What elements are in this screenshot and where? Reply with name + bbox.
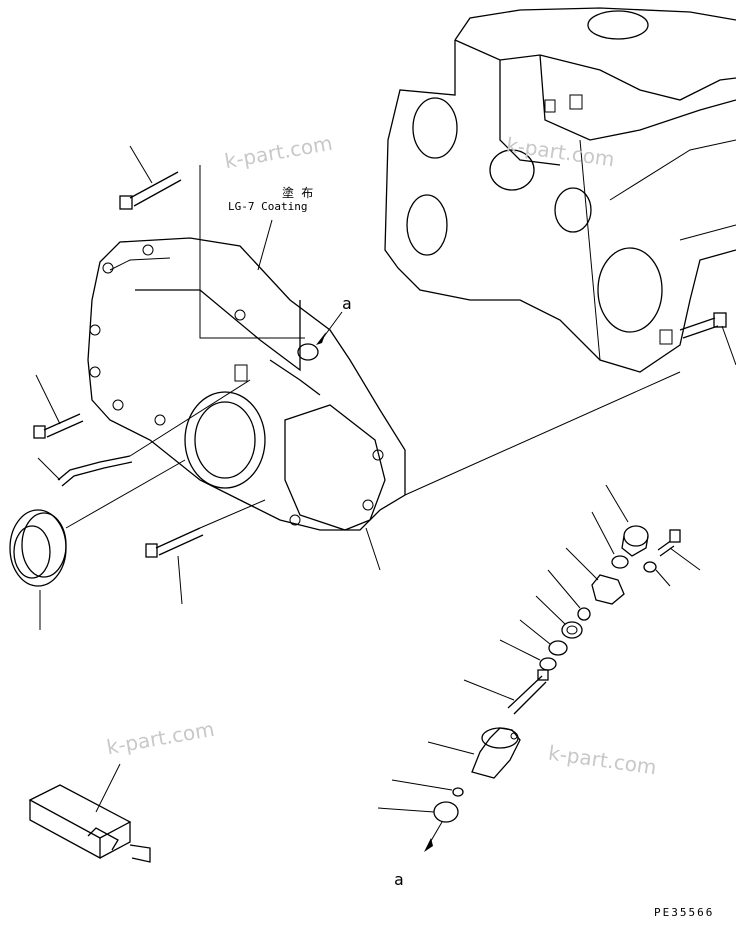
cylinder-block [384,7,736,373]
coating-label-en: LG-7 Coating [228,200,308,213]
block-bolt [679,312,736,366]
block-alignment-line [404,371,681,496]
cover-bolt-top [119,145,182,210]
coating-bracket [199,165,305,339]
cover-bolt-bottom [145,499,266,605]
ref-label-a-bottom: a [394,870,404,889]
cover-bolt-left [33,374,84,439]
drawing-number: PE35566 [654,906,715,919]
oil-seal [9,459,186,630]
coating-label-jp: 塗 布 [282,186,314,200]
coating-leader [257,219,273,271]
installer-tool [28,763,151,863]
front-cover [87,237,406,531]
dowel-pin [37,379,251,487]
exploded-assembly [377,484,701,852]
cover-leader [365,527,381,571]
ref-a-arrowhead [316,332,326,345]
ref-label-a-top: a [342,294,352,313]
